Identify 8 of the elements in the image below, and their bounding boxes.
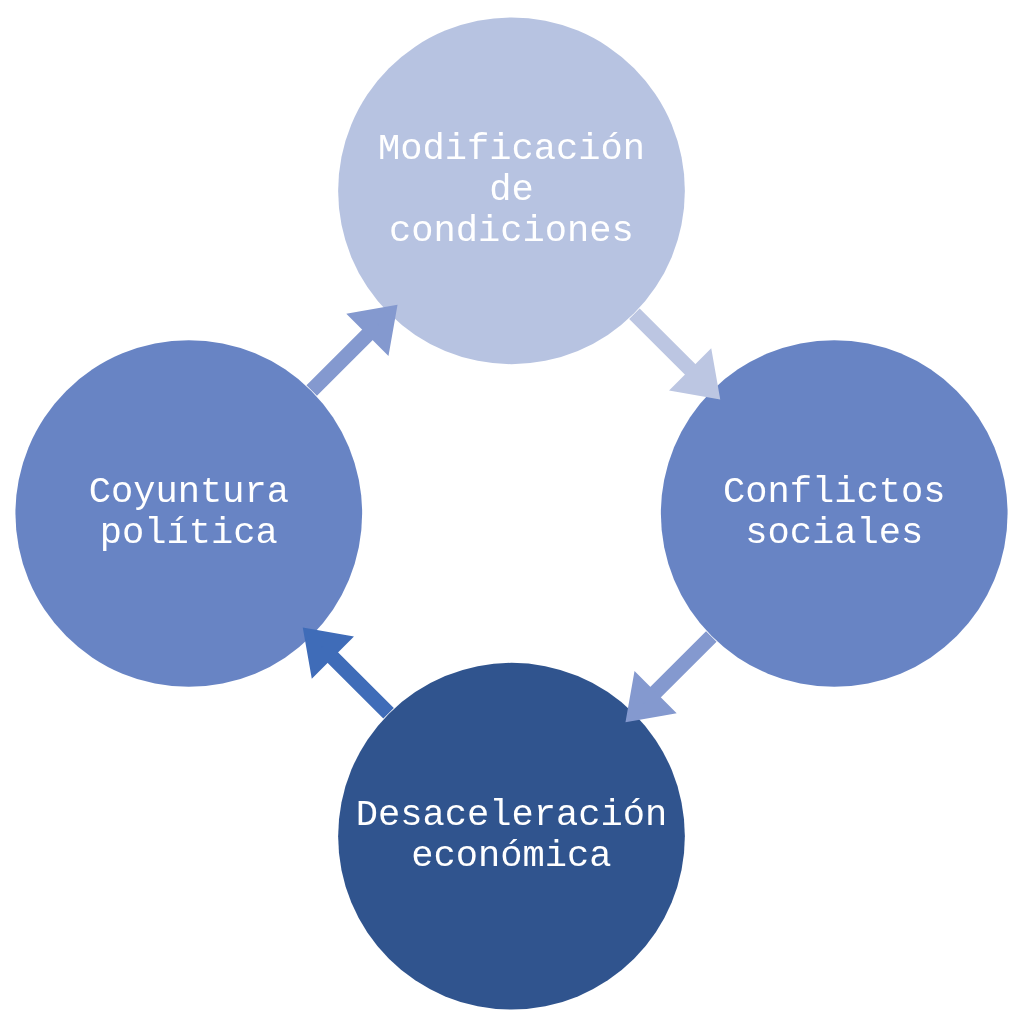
arrow <box>629 308 721 400</box>
node-circle: Conflictos sociales <box>660 340 1008 687</box>
node-circle: Modificación de condiciones <box>338 17 685 365</box>
node-circle: Desaceleración económica <box>338 662 685 1010</box>
arrow <box>625 631 717 723</box>
arrow <box>302 627 394 719</box>
node-circle: Coyuntura política <box>15 340 363 687</box>
arrow <box>306 304 398 396</box>
